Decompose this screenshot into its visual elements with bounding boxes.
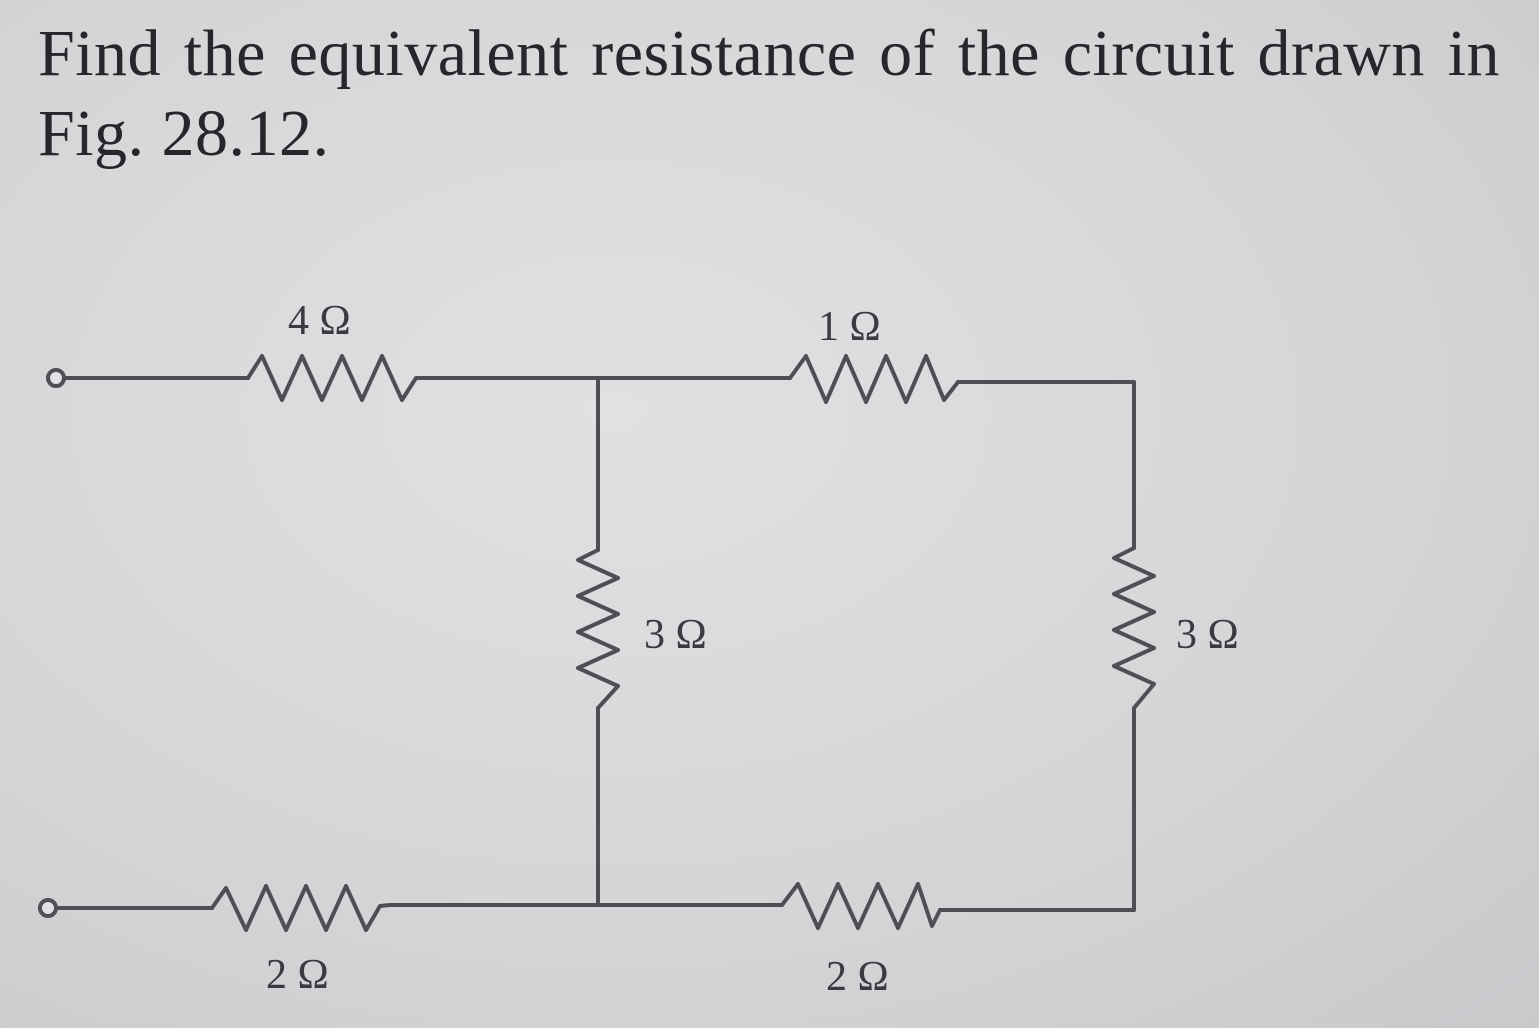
label-3-ohm-right: 3 Ω [1176,612,1239,658]
resistor-3-ohm-middle [576,548,620,710]
resistor-4-ohm [246,354,430,402]
input-terminal-top [46,368,66,388]
label-3-ohm-middle: 3 Ω [644,612,707,658]
question-text: Find the equivalent resistance of the ci… [38,17,1500,170]
label-2-ohm-right: 2 Ω [826,954,889,1000]
input-terminal-bottom [38,898,58,918]
resistor-3-ohm-right [1112,546,1156,710]
wire-top-right-corner [956,380,1136,550]
label-2-ohm-left: 2 Ω [266,952,329,998]
label-1-ohm: 1 Ω [818,304,881,350]
wire-right-corner-bottom [938,706,1136,912]
resistor-2-ohm-bottom-left [210,884,392,932]
label-4-ohm: 4 Ω [288,298,351,344]
resistor-1-ohm-top [788,354,960,404]
resistor-2-ohm-bottom-right [780,882,942,930]
